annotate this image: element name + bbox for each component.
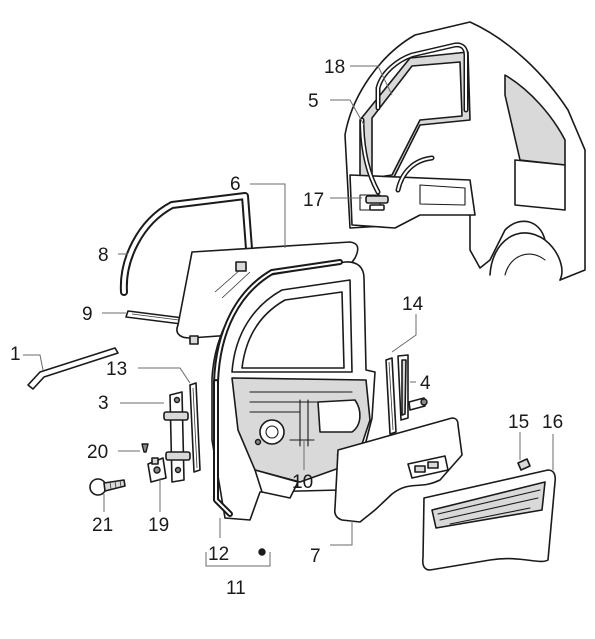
callout-21: 21 bbox=[92, 515, 113, 536]
weatherstrip-13 bbox=[189, 382, 201, 473]
clip-17 bbox=[365, 195, 389, 211]
callout-8: 8 bbox=[98, 245, 109, 266]
callout-3: 3 bbox=[98, 393, 109, 414]
window-run-channel-8 bbox=[119, 192, 254, 296]
trim-board-7 bbox=[333, 417, 463, 523]
callout-20: 20 bbox=[87, 442, 108, 463]
callout-10: 10 bbox=[292, 472, 313, 493]
callout-7: 7 bbox=[310, 546, 321, 567]
door-channel-14 bbox=[385, 357, 397, 435]
door-seal-12 bbox=[213, 259, 343, 517]
moulding-1 bbox=[27, 347, 119, 390]
callout-labels: 1 3 4 5 6 7 8 9 10 11 12 13 14 15 16 17 … bbox=[10, 57, 563, 599]
callout-9: 9 bbox=[82, 304, 93, 325]
striker-19 bbox=[147, 457, 167, 483]
callout-17: 17 bbox=[303, 190, 324, 211]
callout-16: 16 bbox=[542, 412, 563, 433]
screw-21 bbox=[89, 478, 126, 496]
callout-6: 6 bbox=[230, 174, 241, 195]
callout-4: 4 bbox=[420, 373, 431, 394]
door-shell-10 bbox=[211, 261, 376, 521]
clip-15 bbox=[517, 458, 531, 471]
hinge-3 bbox=[163, 391, 191, 483]
opening-weatherstrip-18 bbox=[375, 42, 469, 113]
vehicle-body bbox=[344, 21, 586, 281]
callout-13: 13 bbox=[106, 359, 127, 380]
door-channel-4 bbox=[397, 354, 428, 421]
vertical-seal-5 bbox=[359, 117, 435, 195]
callout-15: 15 bbox=[508, 412, 529, 433]
callout-1: 1 bbox=[10, 344, 21, 365]
leader-lines bbox=[23, 65, 554, 567]
callout-12: 12 bbox=[208, 544, 229, 565]
callout-5: 5 bbox=[308, 91, 319, 112]
door-trim-panel-16 bbox=[421, 469, 557, 571]
callout-19: 19 bbox=[148, 515, 169, 536]
bolt-20 bbox=[141, 443, 149, 453]
callout-18: 18 bbox=[324, 57, 345, 78]
callout-14: 14 bbox=[402, 294, 424, 315]
callout-11: 11 bbox=[226, 578, 246, 599]
